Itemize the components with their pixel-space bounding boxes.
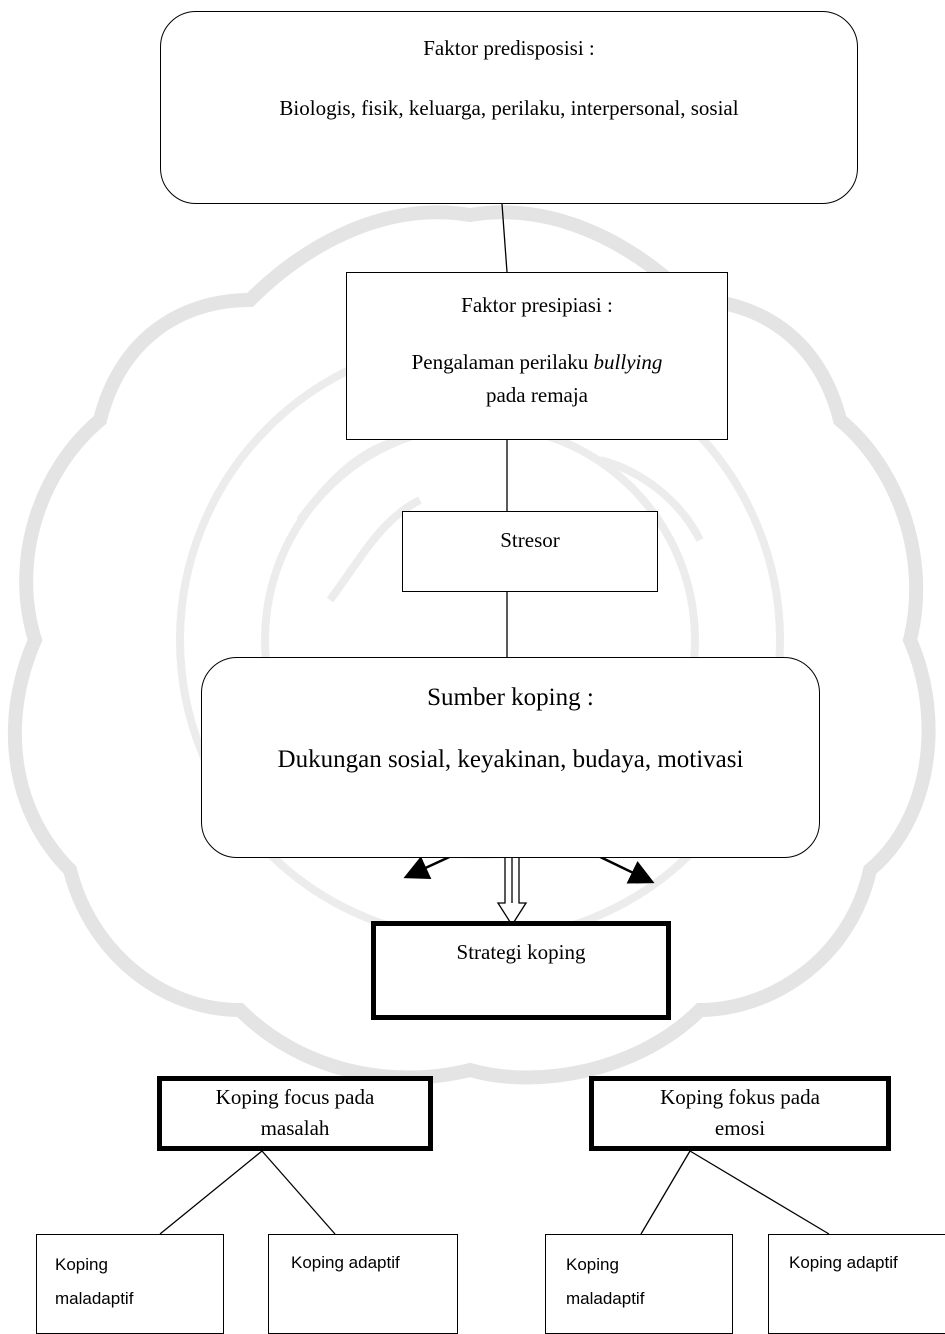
connector-emosi-adaptif (689, 1150, 830, 1235)
stresor-box: Stresor (402, 511, 658, 592)
presipiasi-box: Faktor presipiasi : Pengalaman perilaku … (346, 272, 728, 440)
sumber-koping-content: Dukungan sosial, keyakinan, budaya, moti… (277, 746, 744, 773)
connector-masalah-adaptif (261, 1150, 336, 1235)
presipiasi-content-line2: pada remaja (485, 383, 589, 407)
koping-masalah-box: Koping focus pada masalah (157, 1076, 433, 1151)
connector-predisposisi-presipiasi (501, 203, 508, 273)
predisposisi-box: Faktor predisposisi : Biologis, fisik, k… (160, 11, 858, 204)
leaf-left-maladaptif: Koping maladaptif (36, 1234, 224, 1334)
presipiasi-content-emphasis: bullying (593, 350, 663, 374)
connector-masalah-maladaptif (159, 1150, 263, 1235)
strategi-koping-box: Strategi koping (371, 921, 671, 1020)
stresor-label: Stresor (500, 528, 560, 552)
predisposisi-title: Faktor predisposisi : (423, 36, 595, 60)
predisposisi-content: Biologis, fisik, keluarga, perilaku, int… (279, 96, 739, 120)
connector-emosi-maladaptif (640, 1150, 691, 1235)
leaf-right-maladaptif-line2: maladaptif (566, 1289, 645, 1308)
koping-emosi-line1: Koping fokus pada (660, 1085, 820, 1109)
leaf-left-maladaptif-line2: maladaptif (55, 1289, 134, 1308)
double-arrow-sumber-strategi (496, 858, 528, 927)
presipiasi-content-prefix: Pengalaman perilaku (411, 350, 594, 374)
leaf-left-maladaptif-line1: Koping (55, 1255, 108, 1274)
leaf-left-adaptif-label: Koping adaptif (291, 1253, 400, 1272)
strategi-koping-label: Strategi koping (456, 940, 586, 964)
koping-emosi-line2: emosi (714, 1116, 766, 1140)
leaf-right-maladaptif-line1: Koping (566, 1255, 619, 1274)
koping-masalah-line2: masalah (260, 1116, 330, 1140)
leaf-right-adaptif-label: Koping adaptif (789, 1253, 898, 1272)
presipiasi-title: Faktor presipiasi : (461, 293, 613, 317)
leaf-right-adaptif: Koping adaptif (768, 1234, 945, 1334)
sumber-koping-title: Sumber koping : (427, 684, 594, 711)
sumber-koping-box: Sumber koping : Dukungan sosial, keyakin… (201, 657, 820, 858)
leaf-left-adaptif: Koping adaptif (268, 1234, 458, 1334)
leaf-right-maladaptif: Koping maladaptif (545, 1234, 733, 1334)
presipiasi-content: Pengalaman perilaku bullying (347, 350, 727, 375)
koping-emosi-box: Koping fokus pada emosi (589, 1076, 891, 1151)
koping-masalah-line1: Koping focus pada (215, 1085, 375, 1109)
